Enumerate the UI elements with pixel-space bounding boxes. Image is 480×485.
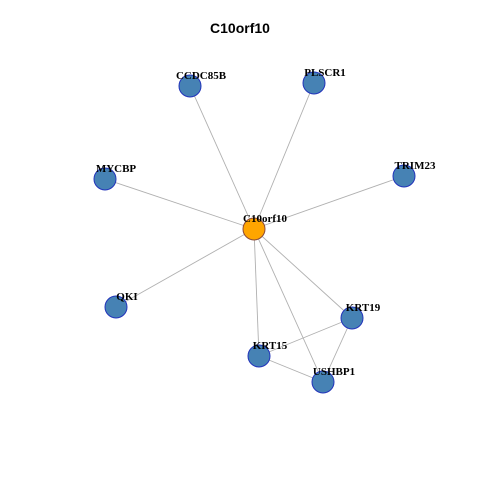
edge-krt19-ushbp1 xyxy=(322,317,353,383)
node-ccdc85b xyxy=(178,74,202,98)
edge-krt19-krt15 xyxy=(258,317,353,357)
edge-c10orf10-ushbp1 xyxy=(253,228,324,383)
edge-c10orf10-trim23 xyxy=(253,175,405,230)
node-label-ccdc85b: CCDC85B xyxy=(176,70,227,82)
edge-c10orf10-krt15 xyxy=(253,228,260,357)
node-label-ushbp1: USHBP1 xyxy=(313,366,355,378)
edge-c10orf10-plscr1 xyxy=(253,82,315,230)
node-label-trim23: TRIM23 xyxy=(395,160,436,172)
edge-c10orf10-qki xyxy=(115,228,255,308)
diagram-title: C10orf10 xyxy=(210,20,270,36)
edge-c10orf10-krt19 xyxy=(253,228,353,319)
edge-layer xyxy=(104,82,405,383)
edge-c10orf10-mycbp xyxy=(104,178,255,230)
node-label-qki: QKI xyxy=(116,291,137,303)
edge-c10orf10-ccdc85b xyxy=(189,85,255,230)
node-krt19 xyxy=(340,306,364,330)
node-label-plscr1: PLSCR1 xyxy=(304,67,346,79)
node-mycbp xyxy=(93,167,117,191)
node-label-c10orf10: C10orf10 xyxy=(243,213,287,225)
node-trim23 xyxy=(392,164,416,188)
node-ushbp1 xyxy=(311,370,335,394)
node-label-krt19: KRT19 xyxy=(346,302,381,314)
node-krt15 xyxy=(247,344,271,368)
edge-krt15-ushbp1 xyxy=(258,355,324,383)
node-c10orf10 xyxy=(242,217,266,241)
node-plscr1 xyxy=(302,71,326,95)
node-label-krt15: KRT15 xyxy=(253,340,288,352)
node-label-mycbp: MYCBP xyxy=(96,163,137,175)
node-qki xyxy=(104,295,128,319)
